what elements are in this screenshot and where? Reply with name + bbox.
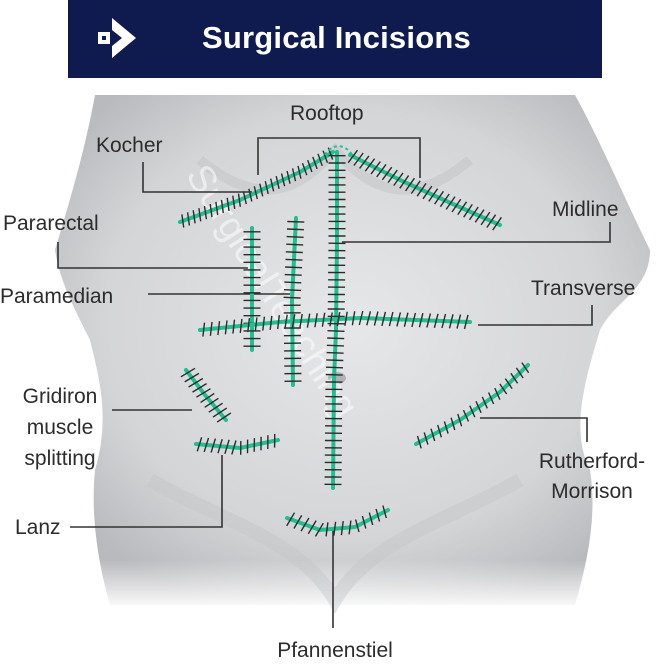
suture-tick <box>286 244 303 245</box>
label-transverse: Transverse <box>531 274 635 304</box>
suture-tick <box>327 338 344 339</box>
label-rooftop: Rooftop <box>290 99 364 129</box>
suture-tick <box>326 360 343 361</box>
suture-tick <box>287 237 304 238</box>
suture-tick <box>284 297 301 298</box>
suture-tick <box>285 275 302 276</box>
label-pfannenstiel: Pfannenstiel <box>250 636 420 666</box>
label-rutherford-1: Rutherford- <box>522 447 662 477</box>
suture-tick <box>284 290 301 291</box>
suture-tick <box>286 252 303 253</box>
suture-tick <box>326 367 343 368</box>
label-gridiron-1: Gridiron <box>8 382 112 412</box>
suture-tick <box>326 375 343 376</box>
label-rutherford-2: Morrison <box>522 477 662 507</box>
label-midline: Midline <box>552 195 619 225</box>
label-kocher: Kocher <box>96 131 163 161</box>
suture-tick <box>287 229 304 230</box>
suture-tick <box>327 353 344 354</box>
suture-tick <box>328 331 345 332</box>
label-gridiron-2: muscle <box>8 413 112 443</box>
label-paramedian: Paramedian <box>0 282 113 312</box>
label-gridiron-3: splitting <box>8 444 112 474</box>
label-pararectal: Pararectal <box>3 209 99 239</box>
suture-tick <box>286 259 303 260</box>
suture-tick <box>327 345 344 346</box>
suture-tick <box>285 267 302 268</box>
suture-tick <box>287 222 304 223</box>
label-lanz: Lanz <box>15 513 61 543</box>
suture-tick <box>284 282 301 283</box>
